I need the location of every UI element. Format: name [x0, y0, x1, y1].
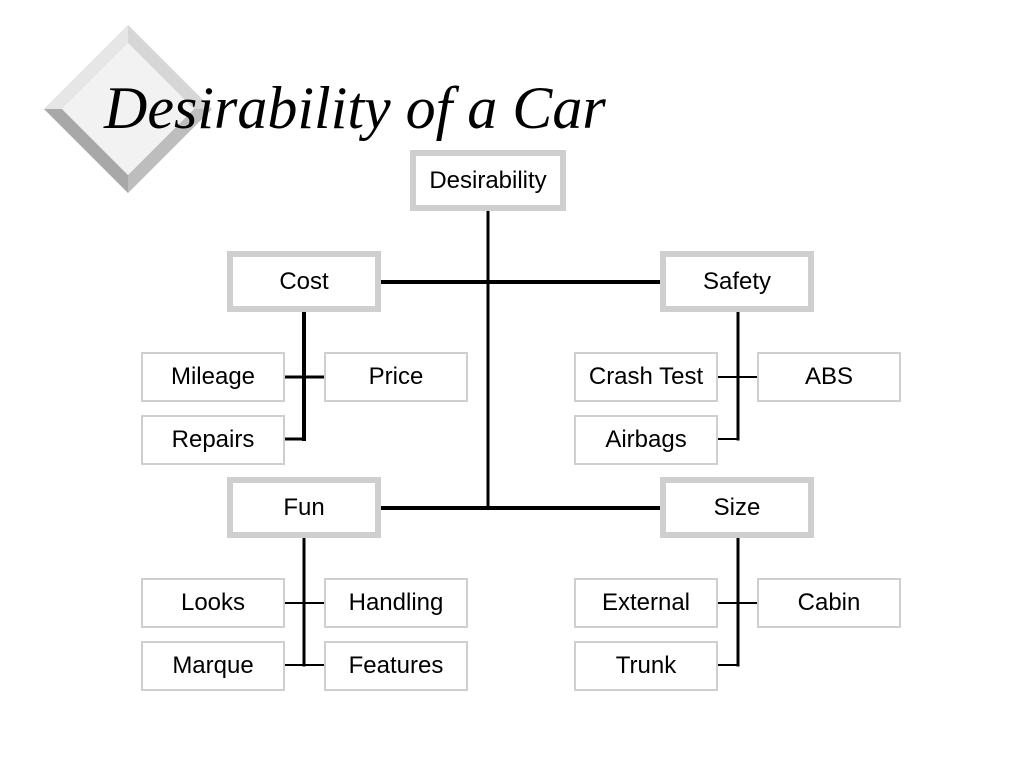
node-looks: Looks [141, 578, 285, 628]
node-handling: Handling [324, 578, 468, 628]
diamond-bevel-icon [44, 25, 212, 193]
node-fun: Fun [227, 477, 381, 538]
node-safety: Safety [660, 251, 814, 312]
node-size: Size [660, 477, 814, 538]
node-repairs: Repairs [141, 415, 285, 465]
slide-title: Desirability of a Car [104, 75, 606, 141]
node-airbags: Airbags [574, 415, 718, 465]
node-crash-test: Crash Test [574, 352, 718, 402]
node-trunk: Trunk [574, 641, 718, 691]
node-external: External [574, 578, 718, 628]
node-abs: ABS [757, 352, 901, 402]
node-features: Features [324, 641, 468, 691]
tree-connectors [283, 210, 758, 667]
node-mileage: Mileage [141, 352, 285, 402]
node-price: Price [324, 352, 468, 402]
node-cost: Cost [227, 251, 381, 312]
node-desirability: Desirability [410, 150, 566, 211]
node-cabin: Cabin [757, 578, 901, 628]
node-marque: Marque [141, 641, 285, 691]
